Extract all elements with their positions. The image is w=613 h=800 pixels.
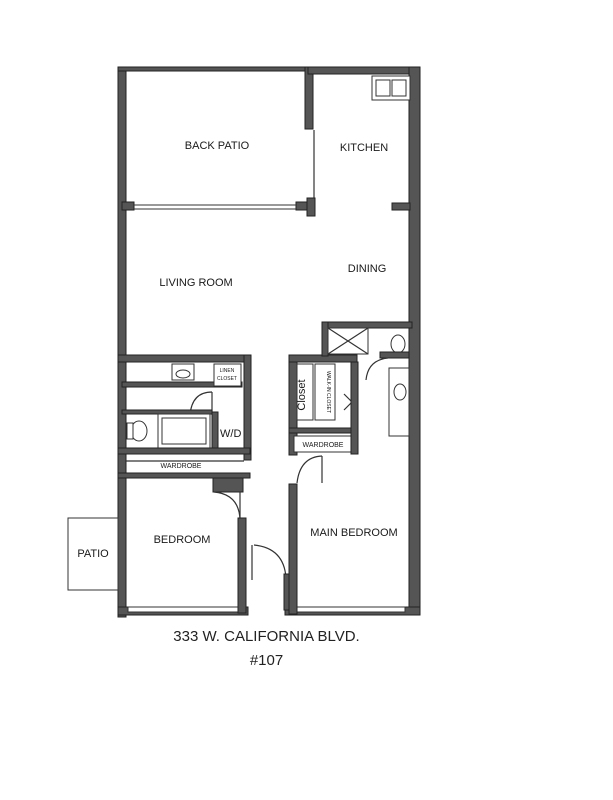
- label-linen-closet: CLOSET: [217, 376, 237, 382]
- label-walk-in-closet: WALK-IN CLOSET: [325, 371, 331, 413]
- main-sink: [393, 383, 407, 401]
- label-dining: DINING: [348, 263, 387, 275]
- label-closet: Closet: [296, 379, 308, 410]
- bath-right-wall: [243, 354, 252, 461]
- label-wardrobe-bedroom: WARDROBE: [161, 463, 202, 470]
- closet-right-wall: [350, 361, 359, 455]
- bedroom-window: [127, 606, 239, 613]
- shower-left-wall: [321, 321, 329, 357]
- shower-top-wall: [321, 321, 413, 329]
- exterior-wall-top-kitchen: [307, 66, 421, 75]
- tub-wall: [121, 409, 213, 415]
- main-toilet-wall: [379, 351, 410, 359]
- walk-in-closet: [314, 363, 336, 421]
- bath-sink-basin: [175, 369, 191, 379]
- label-linen: LINEN: [220, 368, 235, 374]
- label-bedroom: BEDROOM: [154, 534, 211, 546]
- exterior-wall-left: [117, 66, 127, 618]
- label-wardrobe-main: WARDROBE: [303, 442, 344, 449]
- label-patio: PATIO: [77, 548, 109, 560]
- main-toilet: [390, 334, 406, 354]
- shower-x-2: [327, 327, 369, 355]
- label-main-bedroom: MAIN BEDROOM: [310, 527, 397, 539]
- kitchen-counter-end: [391, 202, 411, 211]
- slider-post-left: [121, 201, 135, 211]
- bathtub-inner: [161, 417, 207, 445]
- patio-kitchen-wall: [304, 66, 314, 130]
- hall-door-swing: [253, 544, 287, 579]
- toilet-tank: [126, 422, 134, 440]
- main-bath-door-swing: [365, 357, 389, 381]
- bedroom-door-swing: [213, 491, 241, 519]
- label-living-room: LIVING ROOM: [159, 277, 232, 289]
- closet: [296, 363, 314, 421]
- label-kitchen: KITCHEN: [340, 142, 388, 154]
- bedroom-right-wall: [237, 517, 247, 614]
- main-door-swing: [296, 455, 323, 484]
- kitchen-sink-basin-right: [391, 79, 407, 97]
- label-back-patio: BACK PATIO: [185, 140, 250, 152]
- wardrobe-bottom-wall: [117, 472, 251, 479]
- unit-caption: #107: [249, 652, 284, 669]
- wardrobe-top-wall: [288, 427, 352, 434]
- main-bedroom-left-wall: [288, 483, 298, 615]
- bath-bottom-wall: [117, 447, 251, 455]
- label-wd: W/D: [220, 428, 241, 440]
- bedroom-door-jamb: [212, 477, 244, 493]
- address-caption: 333 W. CALIFORNIA BLVD.: [173, 628, 360, 645]
- side-patio: [67, 517, 119, 591]
- exterior-wall-right: [408, 66, 421, 616]
- kitchen-sink-basin-left: [375, 79, 391, 97]
- main-vanity: [388, 367, 410, 437]
- vanity-wall: [121, 381, 243, 388]
- exterior-wall-top-patio: [117, 66, 309, 72]
- wd-wall: [211, 411, 219, 453]
- kitchen-column: [306, 197, 316, 217]
- slider-post-right: [295, 201, 309, 211]
- linen-closet: [213, 363, 242, 387]
- main-bedroom-window: [294, 606, 406, 613]
- bath-top-wall: [117, 354, 251, 363]
